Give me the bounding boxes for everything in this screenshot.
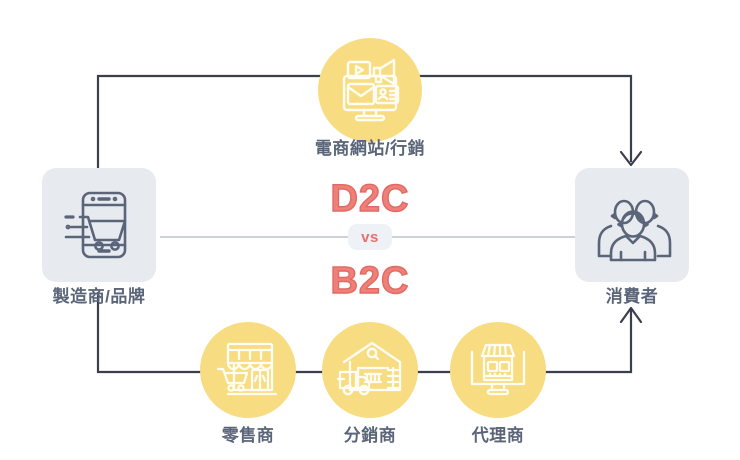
model-name-d2c: D2C — [330, 178, 410, 220]
node-manufacturer-label: 製造商/品牌 — [52, 287, 146, 306]
node-consumer[interactable] — [575, 168, 689, 282]
node-manufacturer[interactable] — [42, 168, 156, 282]
node-agent-label: 代理商 — [471, 426, 525, 445]
node-retailer-label: 零售商 — [221, 426, 275, 445]
vs-badge: vs — [348, 224, 392, 250]
d2c-arrowhead-down — [619, 150, 643, 167]
comparison-divider-left — [160, 236, 360, 238]
node-distributor[interactable] — [322, 322, 418, 418]
smartphone-shopping-cart-icon — [57, 183, 141, 267]
node-retailer[interactable] — [200, 322, 296, 418]
online-shop-monitor-icon — [464, 336, 532, 404]
warehouse-delivery-truck-icon — [336, 336, 404, 404]
node-distributor-label: 分銷商 — [343, 426, 397, 445]
comparison-divider-right — [380, 236, 580, 238]
node-agent[interactable] — [450, 322, 546, 418]
retail-storefront-icon — [214, 336, 282, 404]
b2c-arrowhead-up — [619, 306, 643, 324]
monitor-marketing-megaphone-icon — [334, 54, 406, 126]
node-ecommerce-marketing[interactable] — [318, 38, 422, 142]
model-name-b2c: B2C — [330, 260, 410, 302]
people-group-icon — [589, 182, 675, 268]
node-consumer-label: 消費者 — [605, 287, 659, 306]
node-ecommerce-marketing-label: 電商網站/行銷 — [314, 139, 426, 158]
